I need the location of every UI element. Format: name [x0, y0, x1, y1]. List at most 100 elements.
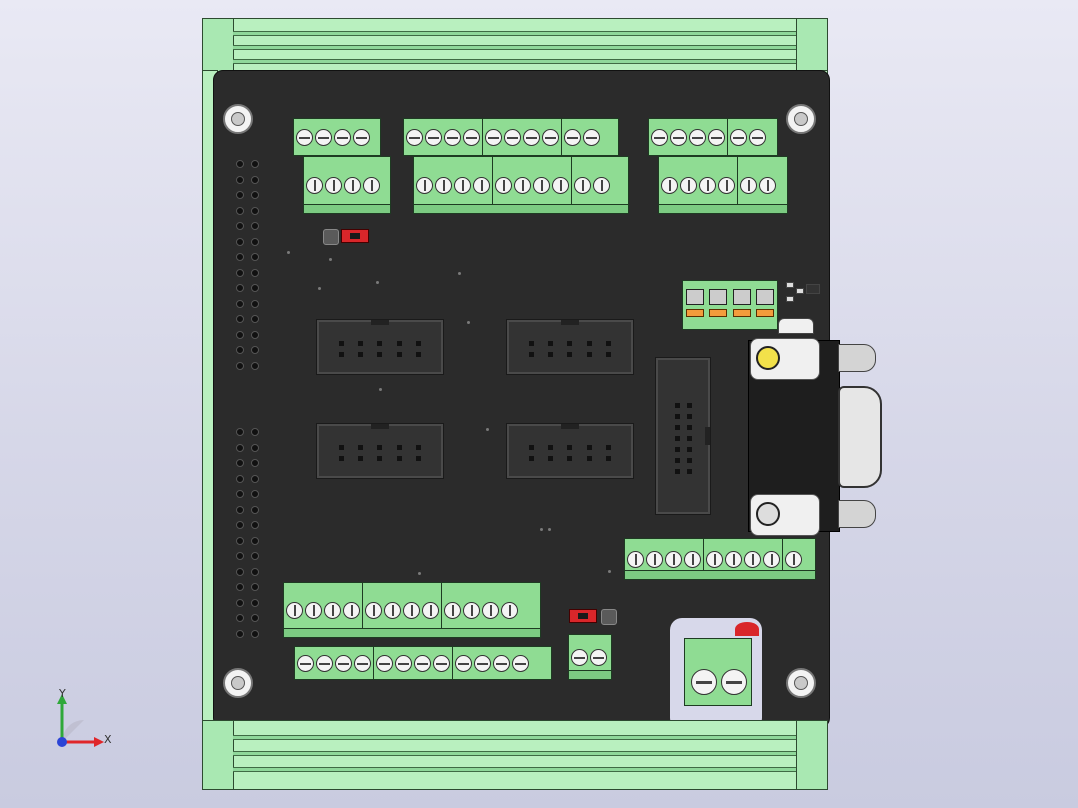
triad-x-label: X: [104, 733, 112, 746]
smd-component: [786, 296, 794, 302]
pin: [396, 352, 402, 357]
screw-icon: [552, 176, 569, 194]
pin: [415, 456, 421, 461]
pin: [605, 341, 611, 346]
header-hole: [236, 299, 244, 308]
header-hole: [236, 206, 244, 215]
screw-icon: [363, 176, 380, 194]
header-hole: [236, 237, 244, 246]
pin: [548, 456, 554, 461]
via: [418, 572, 421, 575]
screw-icon: [706, 550, 723, 568]
screw-icon: [433, 654, 450, 672]
via: [376, 281, 379, 284]
terminal-block[interactable]: [294, 646, 552, 680]
jumper-pad: [323, 229, 339, 245]
header-hole: [236, 536, 244, 545]
terminal-block[interactable]: [413, 156, 629, 214]
idc-header[interactable]: [506, 319, 634, 375]
header-hole: [251, 191, 259, 199]
screw-icon: [759, 176, 776, 194]
din-rail-bottom: [202, 720, 828, 790]
pin: [686, 413, 692, 419]
screw-icon: [444, 601, 461, 619]
header-hole: [251, 459, 259, 467]
pin: [548, 352, 554, 357]
screw-icon: [740, 176, 757, 194]
header-hole: [236, 490, 244, 498]
header-hole: [236, 222, 244, 230]
screw-icon: [353, 128, 370, 146]
via: [540, 528, 543, 531]
header-hole: [251, 598, 259, 607]
spring-terminal[interactable]: [682, 280, 778, 330]
mounting-hole: [786, 668, 816, 698]
screw-icon: [512, 654, 529, 672]
header-hole: [251, 315, 259, 323]
via: [379, 388, 382, 391]
pin: [686, 424, 692, 430]
screw-icon: [305, 601, 322, 619]
pin: [339, 456, 345, 461]
header-hole: [251, 330, 259, 339]
pin: [567, 352, 573, 357]
idc-header[interactable]: [506, 423, 634, 479]
pin: [686, 468, 692, 474]
screw-icon: [425, 128, 442, 146]
jumper[interactable]: [569, 609, 597, 623]
terminal-block[interactable]: [648, 118, 778, 156]
terminal-block[interactable]: [624, 538, 816, 580]
pin: [415, 352, 421, 357]
header-hole: [236, 284, 244, 292]
screw-icon: [699, 176, 716, 194]
pin: [674, 468, 680, 474]
db-connector[interactable]: [838, 386, 882, 488]
idc-header[interactable]: [316, 319, 444, 375]
pin: [358, 341, 364, 346]
header-hole: [251, 614, 259, 622]
pin: [674, 446, 680, 452]
screw-icon: [395, 654, 412, 672]
header-hole: [236, 330, 244, 339]
jumper[interactable]: [341, 229, 369, 243]
header-hole: [236, 474, 244, 483]
pin: [686, 457, 692, 463]
pin: [529, 341, 535, 346]
header-hole: [236, 521, 244, 529]
smd-component: [806, 284, 820, 294]
header-hole: [251, 206, 259, 215]
pin: [586, 456, 592, 461]
terminal-block[interactable]: [568, 634, 612, 680]
header-hole: [236, 361, 244, 370]
screw-icon: [315, 128, 332, 146]
idc-header[interactable]: [316, 423, 444, 479]
pin: [586, 352, 592, 357]
screw-icon: [689, 128, 706, 146]
terminal-block[interactable]: [293, 118, 381, 156]
mounting-hole: [223, 104, 253, 134]
screw-icon: [684, 550, 701, 568]
screw-icon: [533, 176, 550, 194]
terminal-block[interactable]: [283, 582, 541, 638]
idc-header[interactable]: [655, 357, 711, 515]
terminal-block[interactable]: [658, 156, 788, 214]
power-terminal[interactable]: [684, 638, 752, 706]
header-hole: [251, 505, 259, 514]
pin: [567, 341, 573, 346]
terminal-block[interactable]: [303, 156, 391, 214]
screw-icon: [473, 176, 490, 194]
header-hole: [251, 253, 259, 261]
pin: [396, 341, 402, 346]
pin: [396, 456, 402, 461]
pin: [377, 352, 383, 357]
screw-icon: [354, 654, 371, 672]
terminal-block[interactable]: [403, 118, 619, 156]
pin: [586, 341, 592, 346]
pin: [548, 341, 554, 346]
screw-icon: [324, 601, 341, 619]
hex-nut-icon: [756, 502, 780, 526]
screw-icon: [422, 601, 439, 619]
header-hole: [251, 175, 259, 184]
screw-icon: [514, 176, 531, 194]
